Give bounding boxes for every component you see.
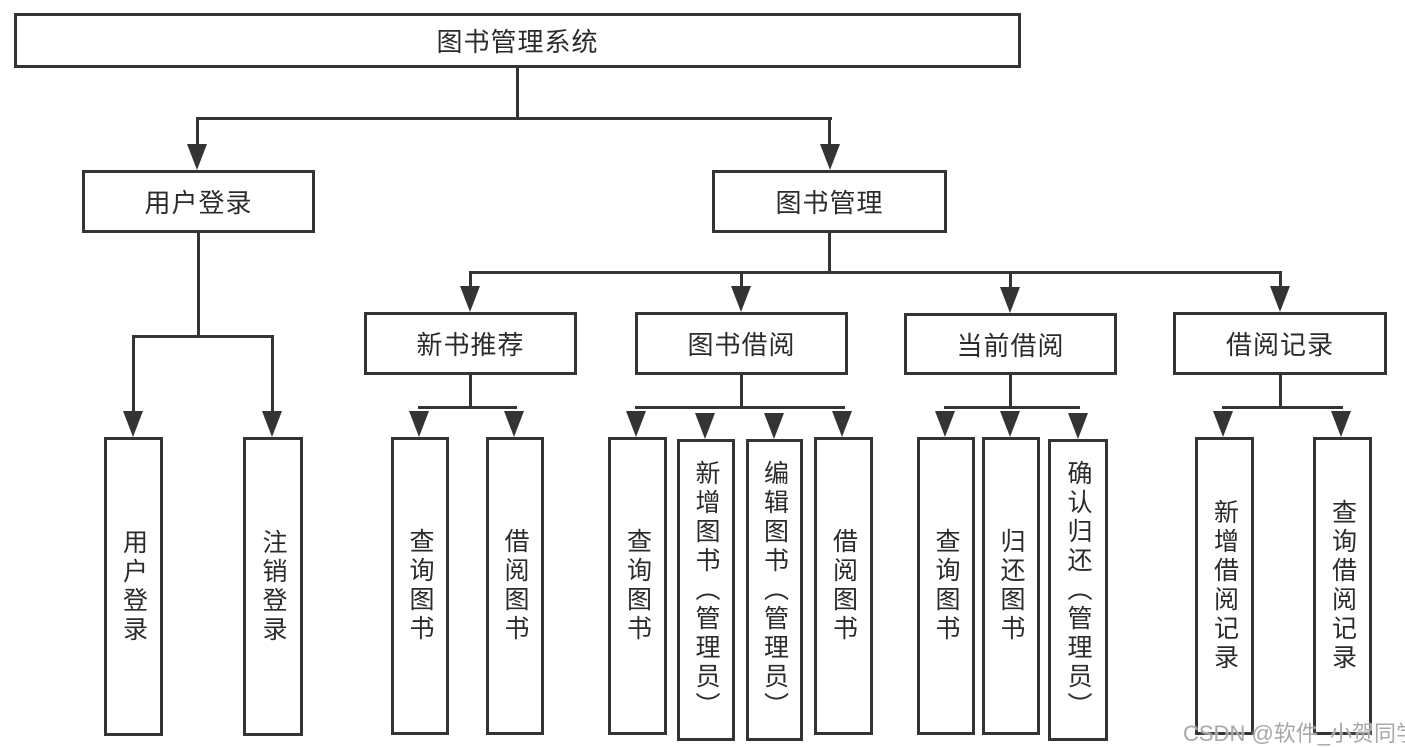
connector-line	[1222, 406, 1343, 409]
leaf-rec-query-book-label: 查询图书	[406, 528, 434, 644]
arrow-down-icon	[262, 411, 282, 437]
node-user-login: 用户登录	[82, 170, 315, 233]
connector-line	[516, 68, 519, 119]
leaf-cb-query-book-label: 查询图书	[932, 528, 960, 644]
leaf-cb-return-book: 归还图书	[982, 437, 1040, 735]
node-current-borrow: 当前借阅	[904, 313, 1117, 375]
leaf-br-query-record: 查询借阅记录	[1313, 437, 1372, 735]
connector-line	[132, 335, 274, 338]
arrow-down-icon	[1068, 413, 1088, 439]
connector-line	[828, 117, 831, 149]
leaf-user-login-label: 用户登录	[119, 528, 148, 645]
connector-line	[1009, 375, 1012, 408]
node-new-book-rec: 新书推荐	[364, 312, 577, 375]
connector-line	[1279, 271, 1282, 289]
arrow-down-icon	[123, 411, 143, 437]
connector-line	[740, 375, 743, 408]
leaf-bb-borrow-book: 借阅图书	[814, 437, 873, 735]
leaf-cb-query-book: 查询图书	[917, 437, 975, 735]
connector-line	[196, 117, 832, 120]
arrow-down-icon	[626, 411, 646, 437]
leaf-bb-query-book: 查询图书	[608, 437, 667, 735]
connector-line	[469, 271, 472, 289]
leaf-user-login: 用户登录	[104, 437, 163, 736]
arrow-down-icon	[764, 413, 784, 439]
node-book-borrow-label: 图书借阅	[687, 330, 796, 360]
connector-line	[196, 117, 199, 149]
leaf-bb-query-book-label: 查询图书	[623, 528, 652, 644]
leaf-rec-borrow-book-label: 借阅图书	[501, 528, 529, 644]
csdn-watermark: CSDN @软件_小贺同学	[1183, 721, 1405, 746]
node-new-book-rec-label: 新书推荐	[416, 330, 525, 360]
leaf-logout-label: 注销登录	[259, 528, 287, 645]
node-current-borrow-label: 当前借阅	[956, 330, 1065, 361]
connector-line	[1279, 375, 1282, 408]
connector-line	[740, 271, 743, 289]
arrow-down-icon	[1331, 411, 1351, 437]
leaf-bb-add-book: 新增图书（管理员）	[677, 439, 735, 741]
leaf-cb-confirm-return: 确认归还（管理员）	[1048, 439, 1108, 741]
leaf-cb-return-book-label: 归还图书	[997, 528, 1025, 644]
node-borrow-record-label: 借阅记录	[1225, 330, 1334, 360]
arrow-down-icon	[1213, 411, 1233, 437]
connector-line	[418, 406, 517, 409]
connector-line	[469, 271, 1282, 274]
leaf-br-add-record-label: 新增借阅记录	[1210, 499, 1239, 673]
node-book-mgmt-label: 图书管理	[775, 188, 884, 218]
connector-line	[469, 375, 472, 408]
leaf-rec-query-book: 查询图书	[391, 437, 449, 735]
node-root: 图书管理系统	[14, 13, 1021, 68]
arrow-down-icon	[1000, 411, 1020, 437]
leaf-cb-confirm-return-label: 确认归还（管理员）	[1064, 459, 1092, 721]
connector-line	[197, 233, 200, 338]
leaf-logout: 注销登录	[243, 437, 303, 736]
arrow-down-icon	[695, 413, 715, 439]
connector-line	[635, 406, 845, 409]
node-root-label: 图书管理系统	[436, 27, 599, 57]
arrow-down-icon	[1000, 287, 1020, 313]
arrow-down-icon	[504, 411, 524, 437]
leaf-br-query-record-label: 查询借阅记录	[1328, 499, 1357, 673]
leaf-bb-edit-book: 编辑图书（管理员）	[746, 439, 803, 741]
node-user-login-label: 用户登录	[144, 188, 253, 218]
connector-line	[944, 406, 1080, 409]
arrow-down-icon	[832, 411, 852, 437]
connector-line	[132, 335, 135, 415]
leaf-bb-edit-book-label: 编辑图书（管理员）	[760, 459, 789, 721]
arrow-down-icon	[1270, 286, 1290, 312]
arrow-down-icon	[187, 144, 207, 170]
connector-line	[1009, 271, 1012, 289]
leaf-bb-add-book-label: 新增图书（管理员）	[692, 459, 720, 721]
node-book-borrow: 图书借阅	[635, 312, 848, 375]
arrow-down-icon	[731, 286, 751, 312]
node-borrow-record: 借阅记录	[1173, 312, 1387, 375]
arrow-down-icon	[409, 411, 429, 437]
leaf-rec-borrow-book: 借阅图书	[486, 437, 544, 735]
connector-line	[828, 233, 831, 274]
arrow-down-icon	[820, 144, 840, 170]
arrow-down-icon	[460, 286, 480, 312]
arrow-down-icon	[935, 411, 955, 437]
leaf-bb-borrow-book-label: 借阅图书	[829, 528, 858, 644]
connector-line	[271, 335, 274, 415]
node-book-mgmt: 图书管理	[712, 170, 947, 233]
leaf-br-add-record: 新增借阅记录	[1195, 437, 1254, 735]
